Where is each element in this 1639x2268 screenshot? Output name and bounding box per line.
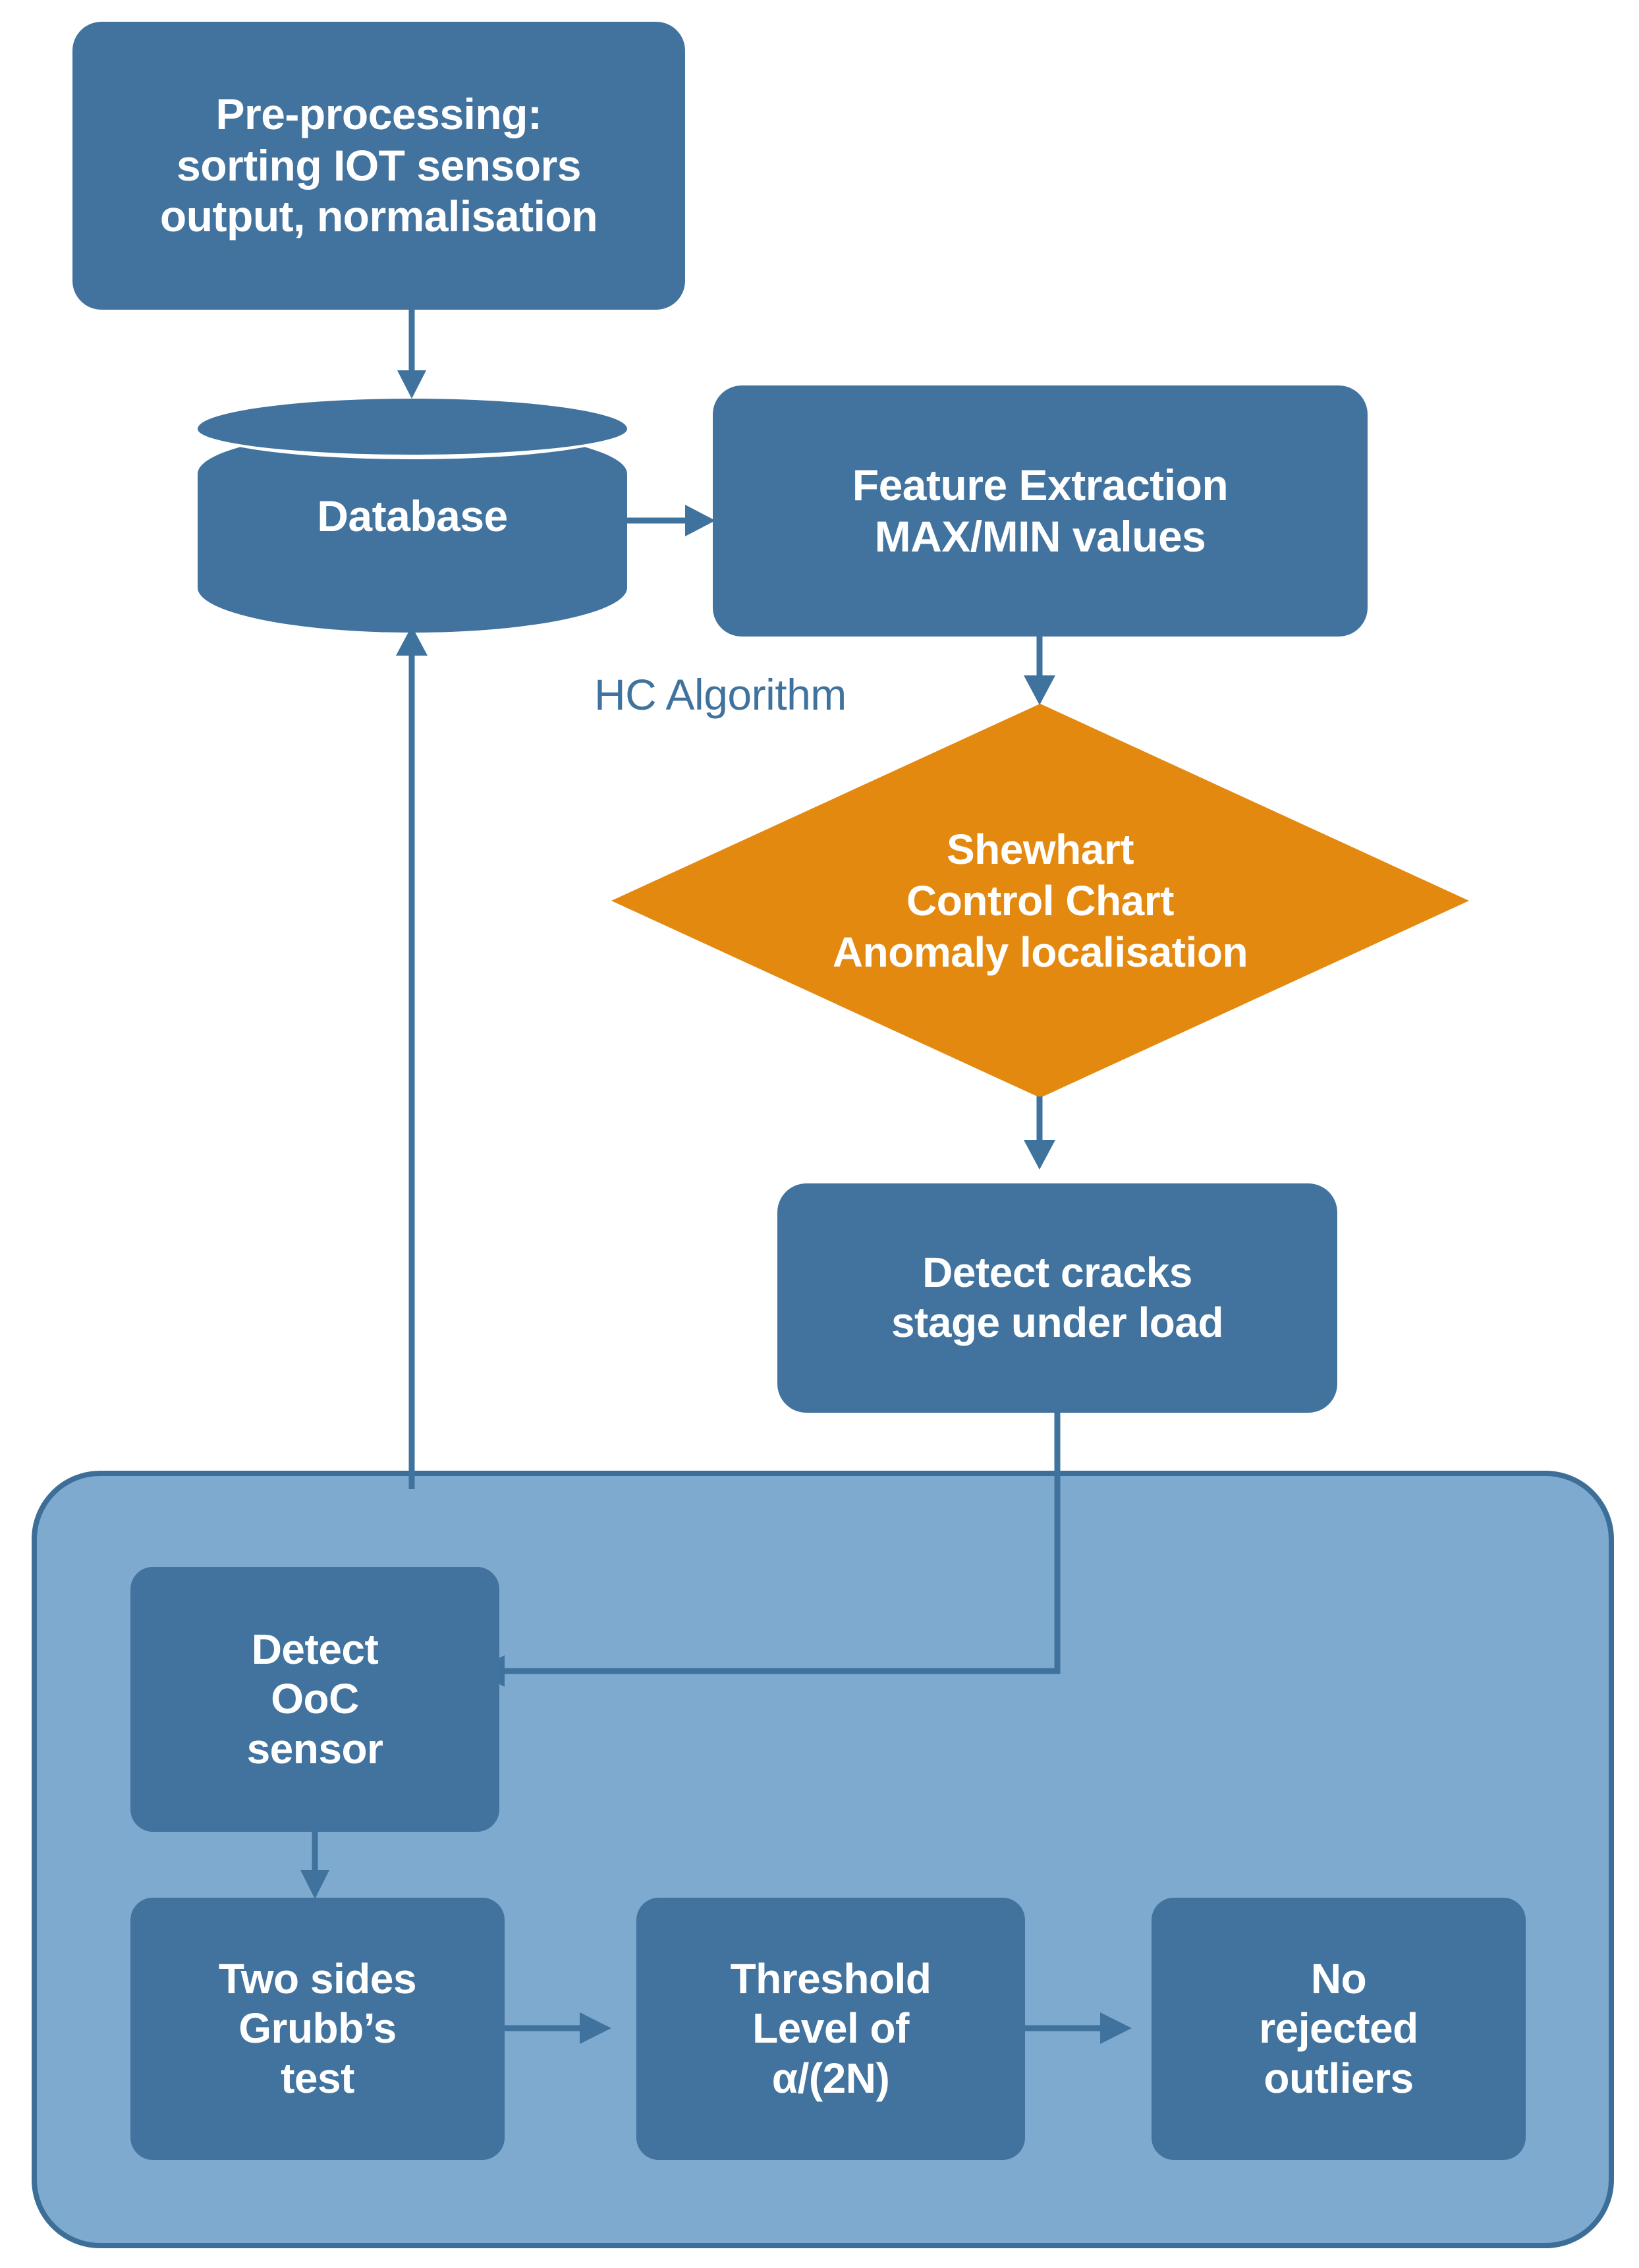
node-shewhart-label: Shewhart Control Chart Anomaly localisat… [832,825,1248,977]
node-detect-cracks[interactable]: Detect cracks stage under load [777,1183,1337,1413]
edge-preprocessing-to-database [397,310,426,399]
edge-feature-extraction-to-shewhart [1024,637,1055,705]
node-shewhart-decision[interactable]: Shewhart Control Chart Anomaly localisat… [611,704,1469,1098]
node-database[interactable]: Database [198,399,627,633]
edge-shewhart-to-detect-cracks [1024,1096,1055,1170]
node-threshold-level[interactable]: Threshold Level of α/(2N) [636,1898,1025,2160]
node-detect-ooc-sensor[interactable]: Detect OoC sensor [130,1567,499,1832]
edge-database-to-feature-extraction [627,505,715,536]
label-hc-algorithm: HC Algorithm [594,670,847,719]
database-cylinder-top [198,399,627,459]
node-feature-extraction[interactable]: Feature Extraction MAX/MIN values [713,385,1368,637]
edge-panel-to-database [396,626,428,1489]
node-grubbs-test[interactable]: Two sides Grubb’s test [130,1898,505,2160]
database-cylinder-body [198,429,627,633]
node-no-rejected-outliers[interactable]: No rejected outliers [1152,1898,1526,2160]
node-preprocessing[interactable]: Pre-processing: sorting IOT sensors outp… [72,22,685,310]
node-database-label: Database [317,491,508,540]
